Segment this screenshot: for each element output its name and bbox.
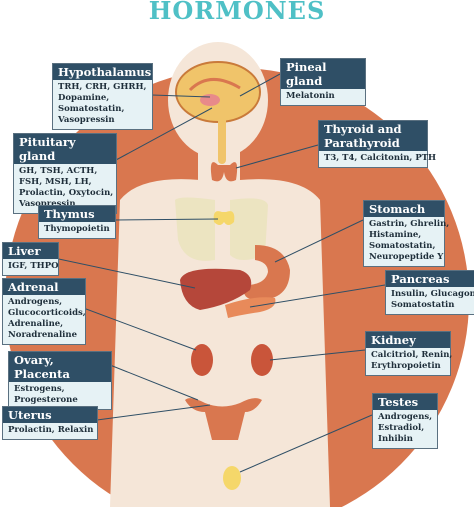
testes-hormone: Estradiol, <box>378 423 425 433</box>
pituitary-hormone: Vasopressin <box>19 199 76 209</box>
stomach-hormone: Histamine, <box>369 230 422 240</box>
label-uterus: Uterus Prolactin, Relaxin <box>2 406 98 440</box>
pineal-hormone: Melatonin <box>286 91 335 101</box>
label-pancreas: Pancreas Insulin, Glucagon, Somatostatin <box>385 270 474 315</box>
hypothalamus-hormone: Somatostatin, <box>58 104 125 114</box>
kidney-hormone: Calcitriol, Renin, <box>371 350 453 360</box>
label-stomach: Stomach Gastrin, Ghrelin, Histamine, Som… <box>363 200 450 267</box>
testes-organ <box>223 466 241 490</box>
thymus-organ <box>213 211 235 225</box>
kidney-hormone: Erythropoietin <box>371 361 441 371</box>
pituitary-hormone: GH, TSH, ACTH, <box>19 166 98 176</box>
stomach-organ <box>243 245 290 300</box>
thymus-name: Thymus <box>39 206 115 222</box>
label-ovary: Ovary, Placenta Estrogens, Progesterone <box>8 351 112 410</box>
lungs-outline <box>175 197 268 261</box>
page-title: HORMONES <box>148 0 326 25</box>
hypothalamus-hormone: Vasopressin <box>58 115 115 125</box>
adrenal-hormone: Adrenaline, <box>8 319 64 329</box>
hypothalamus-hormone: Dopamine, <box>58 93 110 103</box>
pancreas-name: Pancreas <box>386 271 474 287</box>
label-kidney: Kidney Calcitriol, Renin, Erythropoietin <box>365 331 453 376</box>
label-pineal: Pineal gland Melatonin <box>280 58 366 106</box>
label-pituitary: Pituitary gland GH, TSH, ACTH, FSH, MSH,… <box>13 133 117 214</box>
liver-hormone: IGF, THPO <box>8 261 59 271</box>
label-adrenal: Adrenal Androgens, Glucocorticoids, Adre… <box>2 278 86 345</box>
ovary-hormone: Estrogens, <box>14 384 65 394</box>
pancreas-hormone: Insulin, Glucagon, <box>391 289 474 299</box>
pituitary-hormone: Prolactin, Oxytocin, <box>19 188 114 198</box>
hypothalamus-name: Hypothalamus <box>53 64 152 80</box>
testes-hormone: Androgens, <box>378 412 433 422</box>
pineal-name: Pineal gland <box>281 59 365 89</box>
thyroid-organ <box>210 162 238 182</box>
kidney-name: Kidney <box>366 332 450 348</box>
uterus-name: Uterus <box>3 407 97 423</box>
kidney-left <box>191 344 213 376</box>
uterus-organ <box>185 398 262 440</box>
adrenal-hormone: Glucocorticoids, <box>8 308 86 318</box>
adrenal-name: Adrenal <box>3 279 85 295</box>
uterus-hormone: Prolactin, Relaxin <box>8 425 94 435</box>
stomach-hormone: Gastrin, Ghrelin, <box>369 219 450 229</box>
label-testes: Testes Androgens, Estradiol, Inhibin <box>372 393 438 449</box>
adrenal-hormone: Noradrenaline <box>8 330 77 340</box>
label-thymus: Thymus Thymopoietin <box>38 205 116 239</box>
adrenal-hormone: Androgens, <box>8 297 63 307</box>
liver-organ <box>180 268 252 310</box>
ovary-name: Ovary, Placenta <box>9 352 111 382</box>
thymus-hormone: Thymopoietin <box>44 224 110 234</box>
kidney-right <box>251 344 273 376</box>
testes-name: Testes <box>373 394 437 410</box>
thyroid-name-2: Parathyroid <box>324 136 400 150</box>
ovary-hormone: Progesterone <box>14 395 78 405</box>
pancreas-organ <box>225 297 276 318</box>
pituitary-hormone: FSH, MSH, LH, <box>19 177 92 187</box>
label-hypothalamus: Hypothalamus TRH, CRH, GHRH, Dopamine, S… <box>52 63 153 130</box>
thyroid-hormone: T3, T4, Calcitonin, PTH <box>324 153 437 163</box>
stomach-hormone: Somatostatin, <box>369 241 436 251</box>
hypothalamus-hormone: TRH, CRH, GHRH, <box>58 82 147 92</box>
stomach-name: Stomach <box>364 201 444 217</box>
stomach-hormone: Neuropeptide Y <box>369 252 444 262</box>
label-thyroid: Thyroid and Parathyroid T3, T4, Calciton… <box>318 120 437 168</box>
testes-hormone: Inhibin <box>378 434 413 444</box>
label-liver: Liver IGF, THPO <box>2 242 59 276</box>
pancreas-hormone: Somatostatin <box>391 300 455 310</box>
liver-name: Liver <box>3 243 58 259</box>
thyroid-name: Thyroid and <box>324 122 402 136</box>
pituitary-name: Pituitary gland <box>14 134 116 164</box>
